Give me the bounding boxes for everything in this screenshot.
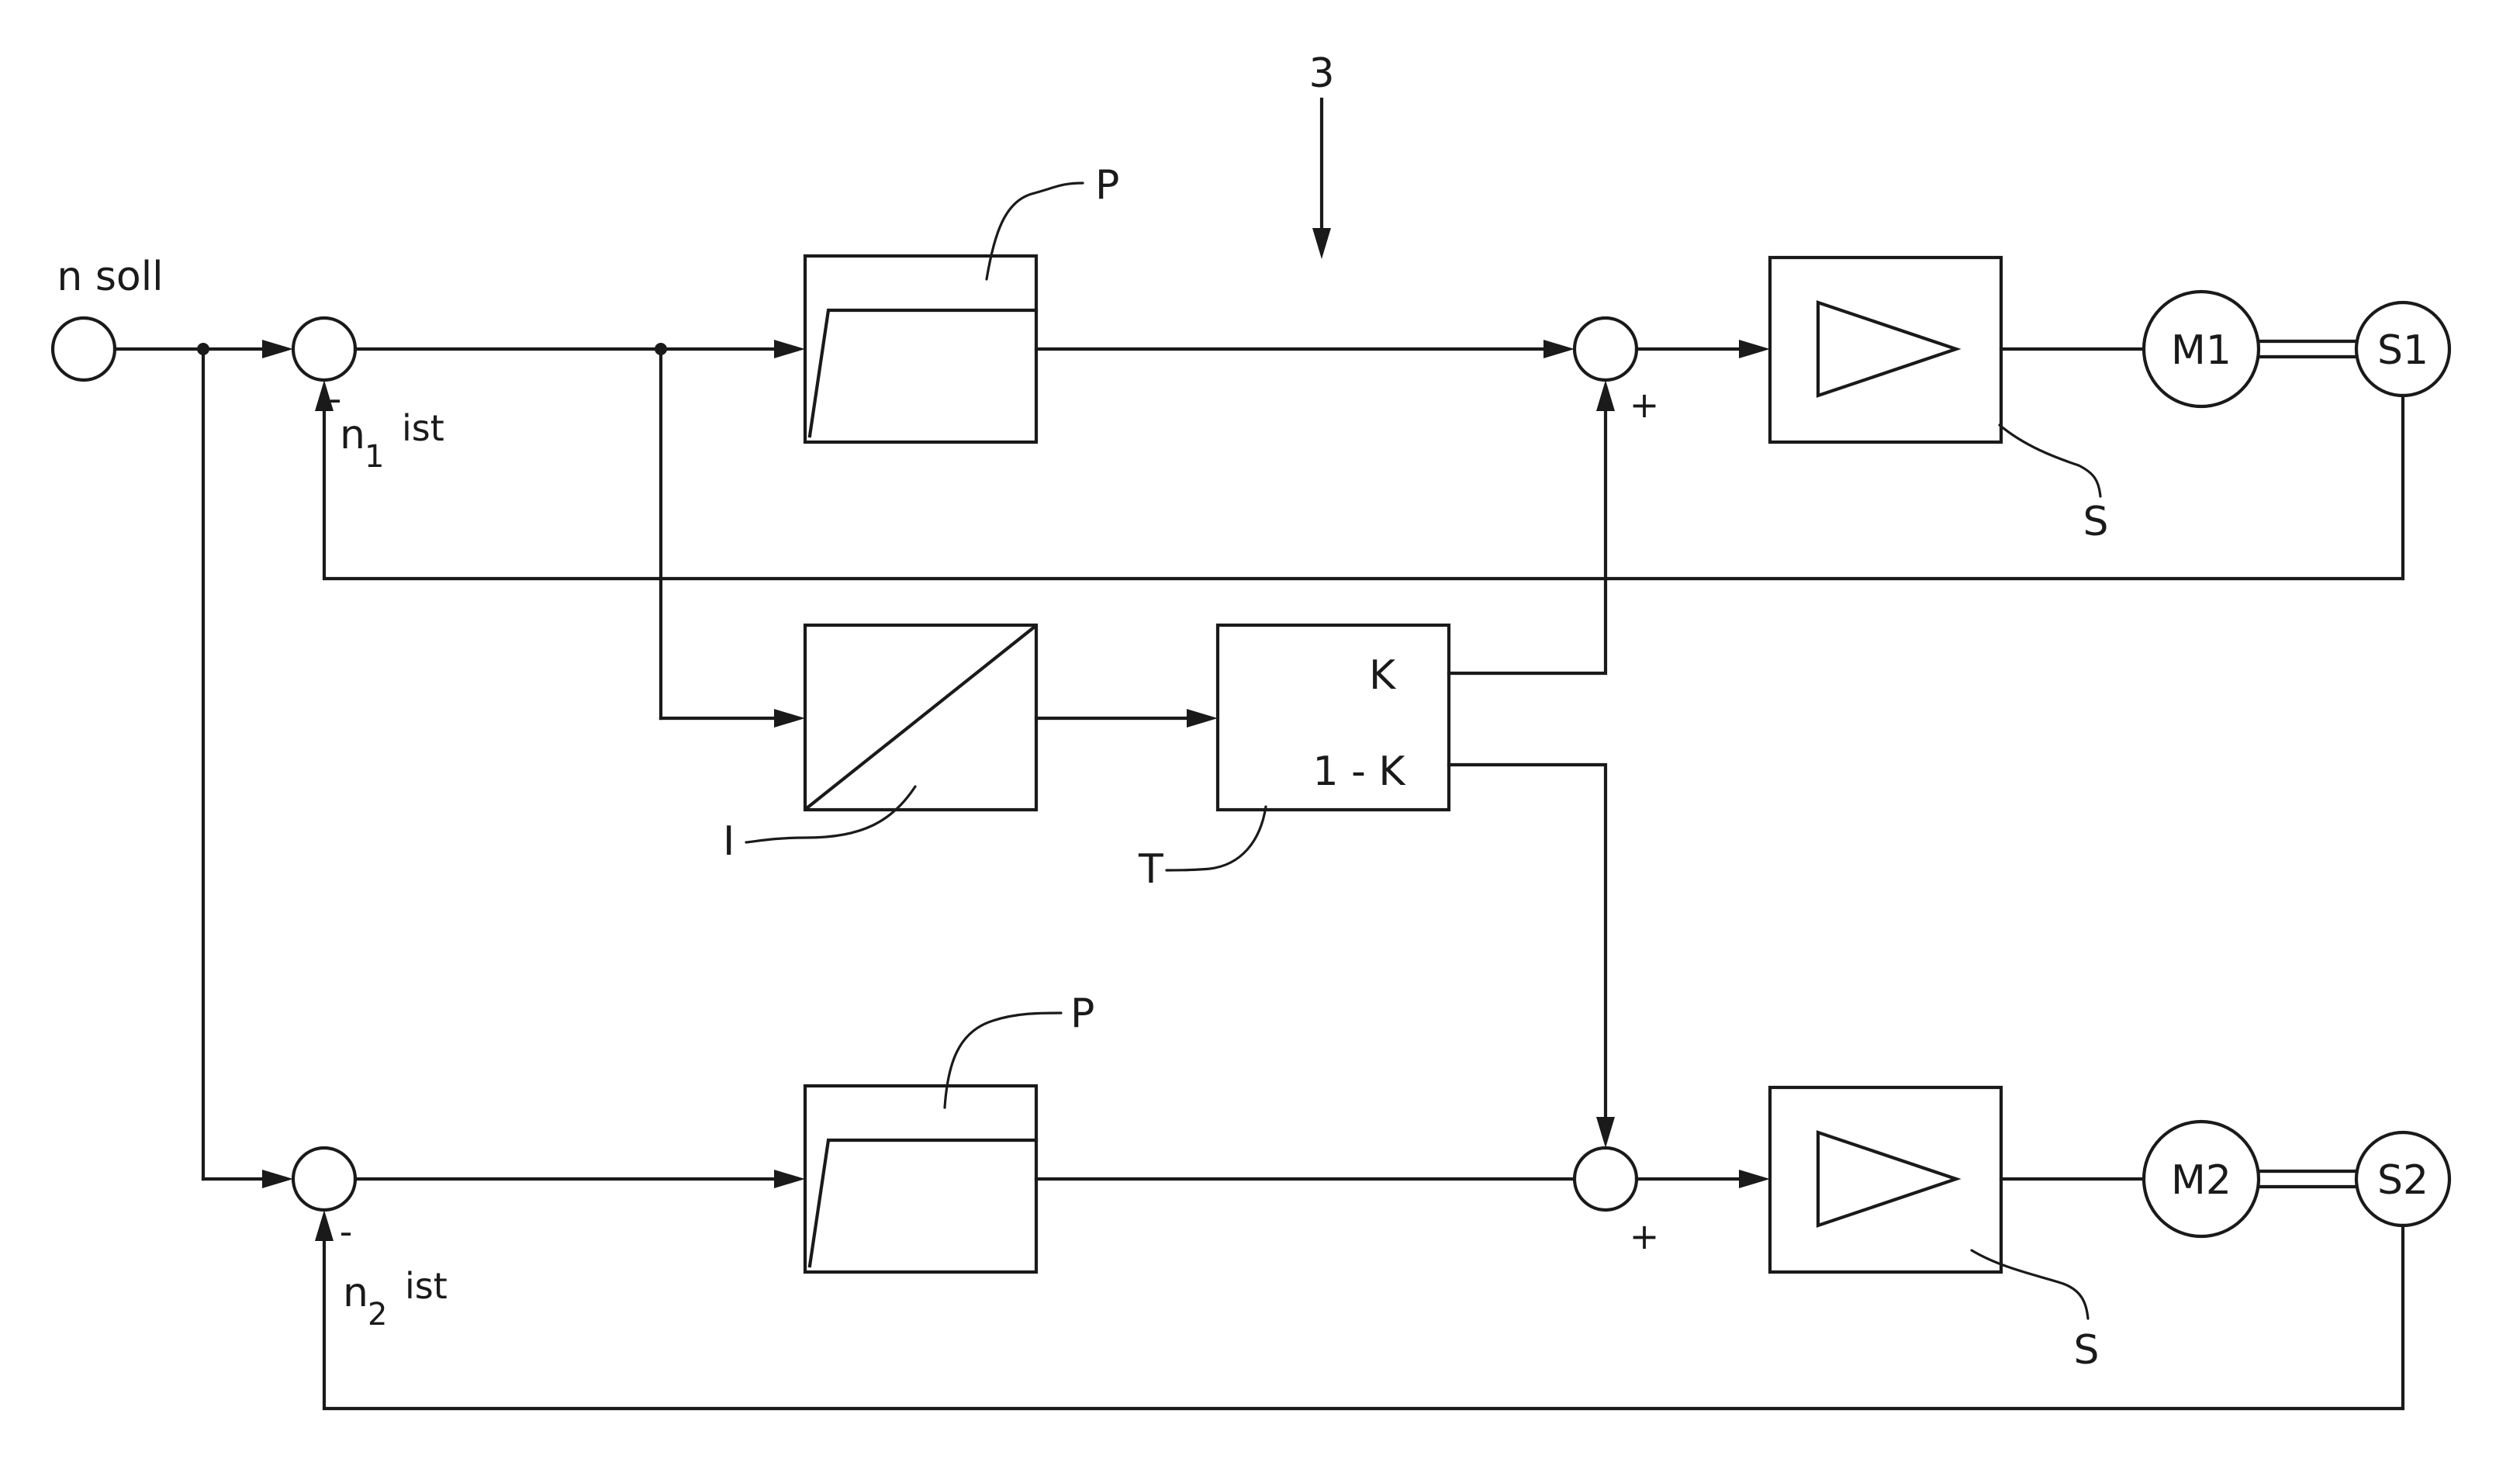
svg-text:n: n [340,412,365,458]
summing-junction-1 [293,318,355,380]
s-label-lower: S [2073,1327,2099,1374]
t-output-1-minus-k: 1 - K [1312,748,1406,795]
figure-reference-arrow [1312,228,1331,259]
i-block: I [723,625,1036,865]
svg-text:ist: ist [402,407,444,449]
feedback-line-1 [324,396,2403,579]
input-node: n soll [53,254,164,380]
i-label: I [723,818,735,865]
t-block: K 1 - K T [1138,625,1449,893]
feedback-label-2: n 2 ist [343,1265,448,1333]
p-label-lower: P [1070,990,1094,1037]
sign-minus-2: - [340,1211,353,1253]
figure-number: 3 [1308,50,1334,97]
t-output-k: K [1369,652,1397,699]
svg-text:1: 1 [365,439,384,475]
amplifier-upper: S [1770,258,2109,545]
svg-text:n: n [343,1270,368,1316]
feedback-line-2 [324,1225,2403,1409]
sensor-s2-label: S2 [2377,1157,2428,1204]
sensor-s1-label: S1 [2377,327,2428,374]
sign-plus-upper: + [1630,384,1660,426]
summing-junction-4 [1575,1148,1637,1210]
motor-m1-label: M1 [2171,327,2231,374]
p-label-upper: P [1095,162,1119,209]
p-block-upper: P [805,162,1119,442]
t-label: T [1138,846,1163,893]
input-circle [53,318,115,380]
amplifier-lower: S [1770,1087,2100,1374]
sign-plus-lower: + [1630,1215,1660,1257]
summing-junction-3 [1575,318,1637,380]
input-label: n soll [57,254,163,300]
motor-m2-label: M2 [2171,1157,2231,1204]
figure-reference: 3 [1308,50,1334,259]
feedback-label-1: n 1 ist [340,407,444,475]
p-block-lower: P [805,990,1094,1272]
svg-text:ist: ist [405,1265,448,1307]
svg-text:2: 2 [368,1297,387,1333]
summing-junction-2 [293,1148,355,1210]
s-label-upper: S [2083,499,2108,545]
